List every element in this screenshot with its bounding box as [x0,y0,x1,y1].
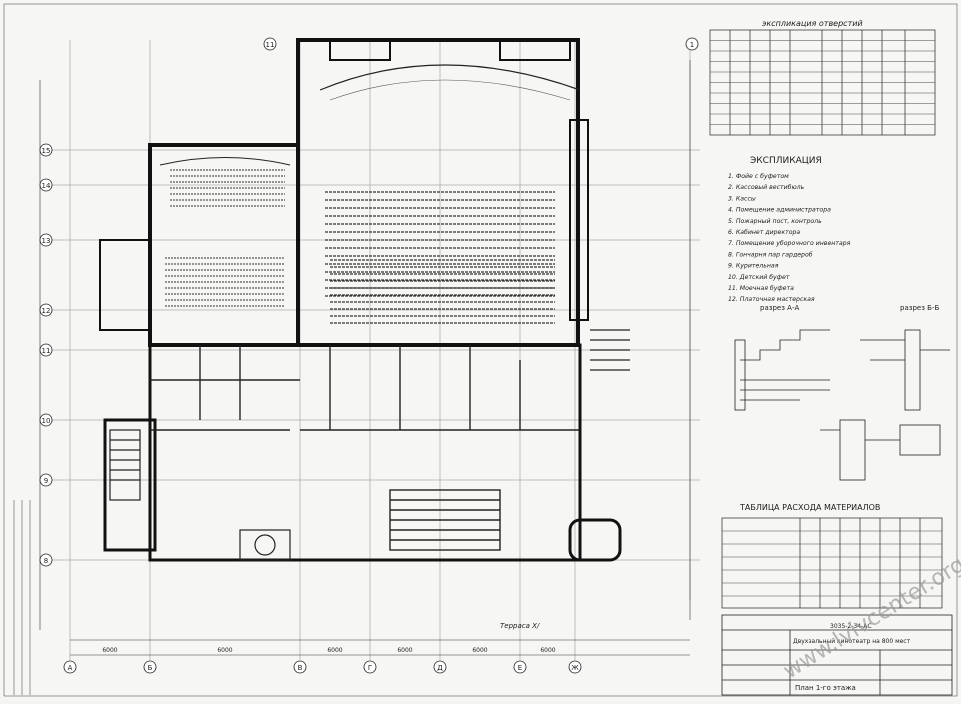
axis-marker: 11 [39,343,53,357]
axis-markers-bottom: А Б В Г Д Е Ж [63,660,582,674]
dimension-values: 6000 6000 6000 6000 6000 6000 [102,647,555,654]
svg-text:Е: Е [518,664,522,672]
axis-marker: А [63,660,77,674]
entrance [109,329,630,561]
svg-text:1: 1 [690,41,694,49]
legend-item: 9. Курительная [728,263,779,270]
axis-markers-left: 15 14 13 12 11 10 9 8 [39,143,53,567]
legend-item: 6. Кабинет директора [728,228,800,236]
watermark: www.lvivcenter.org [779,552,961,684]
svg-text:8: 8 [44,557,48,565]
axis-marker: 11 [263,37,277,51]
screen-arc [319,64,581,91]
axis-marker: 10 [39,413,53,427]
legend-item: 5. Пожарный пост, контроль [728,218,822,225]
axis-marker: 9 [39,473,53,487]
axis-marker: 15 [39,143,53,157]
section-a-label: разрез А-А [760,304,799,312]
axis-marker: Б [143,660,157,674]
svg-text:10: 10 [42,417,51,425]
section-b-label: разрез Б-Б [900,304,939,312]
stamp-sheet-title: План 1-го этажа [795,684,856,692]
interior-partitions [150,345,580,551]
section-drawings: разрез А-А разрез Б-Б [734,304,950,481]
materials-table [721,517,943,609]
svg-text:А: А [68,664,73,672]
legend-item: 3. Кассы [728,195,756,202]
dimension-value: 6000 [397,647,412,654]
dimension-value: 6000 [327,647,342,654]
svg-text:Г: Г [368,664,372,672]
svg-text:Ж: Ж [571,664,579,672]
axis-marker: 12 [39,303,53,317]
title-block [721,614,953,696]
svg-text:15: 15 [42,147,51,155]
axis-marker: 14 [39,178,53,192]
sheet-frame [3,3,958,697]
svg-text:14: 14 [42,182,51,190]
legend-title: ЭКСПЛИКАЦИЯ [750,156,822,166]
building-walls [99,38,622,562]
legend-item: 7. Помещение уборочного инвентаря [728,239,851,247]
svg-text:11: 11 [266,41,275,49]
terrace-label: Терраса Х/ [500,622,540,630]
svg-text:9: 9 [44,477,48,485]
dimension-value: 6000 [472,647,487,654]
svg-text:13: 13 [42,237,51,245]
svg-text:В: В [298,664,303,672]
axis-marker: Е [513,660,527,674]
dimension-chain [39,60,691,656]
svg-text:Б: Б [148,664,153,672]
legend-item: 1. Фойе с буфетом [728,172,789,180]
large-hall-seating [325,191,555,324]
small-hall-arc [159,157,291,166]
svg-text:12: 12 [42,307,51,315]
svg-text:Д: Д [437,664,443,672]
legend-item: 8. Гончарня пар гардероб [728,250,813,258]
stamp-description: Двухзальный кинотеатр на 800 мест [793,638,911,645]
openings-table-title: экспликация отверстий [762,19,863,28]
axis-marker: 1 [685,37,699,51]
axis-marker: Ж [568,660,582,674]
legend-item: 12. Платочная мастерская [728,296,815,303]
axis-marker: Г [363,660,377,674]
small-hall-seating [165,169,285,307]
dimension-value: 6000 [217,647,232,654]
legend-item: 10. Детский буфет [728,273,790,281]
axis-marker: В [293,660,307,674]
axis-marker: 8 [39,553,53,567]
legend-item: 2. Кассовый вестибюль [728,183,805,191]
materials-title: ТАБЛИЦА РАСХОДА МАТЕРИАЛОВ [739,503,880,512]
dimension-value: 6000 [540,647,555,654]
svg-text:11: 11 [42,347,51,355]
dimension-value: 6000 [102,647,117,654]
legend-item: 11. Моечная буфета [728,284,794,292]
axis-marker: Д [433,660,447,674]
legend-list: 1. Фойе с буфетом 2. Кассовый вестибюль 3.… [728,172,851,303]
legend-item: 4. Помещение администратора [728,207,831,214]
axis-marker: 13 [39,233,53,247]
stamp-code: 3035-2-34-АС [830,623,872,630]
openings-table-rows [710,40,935,125]
